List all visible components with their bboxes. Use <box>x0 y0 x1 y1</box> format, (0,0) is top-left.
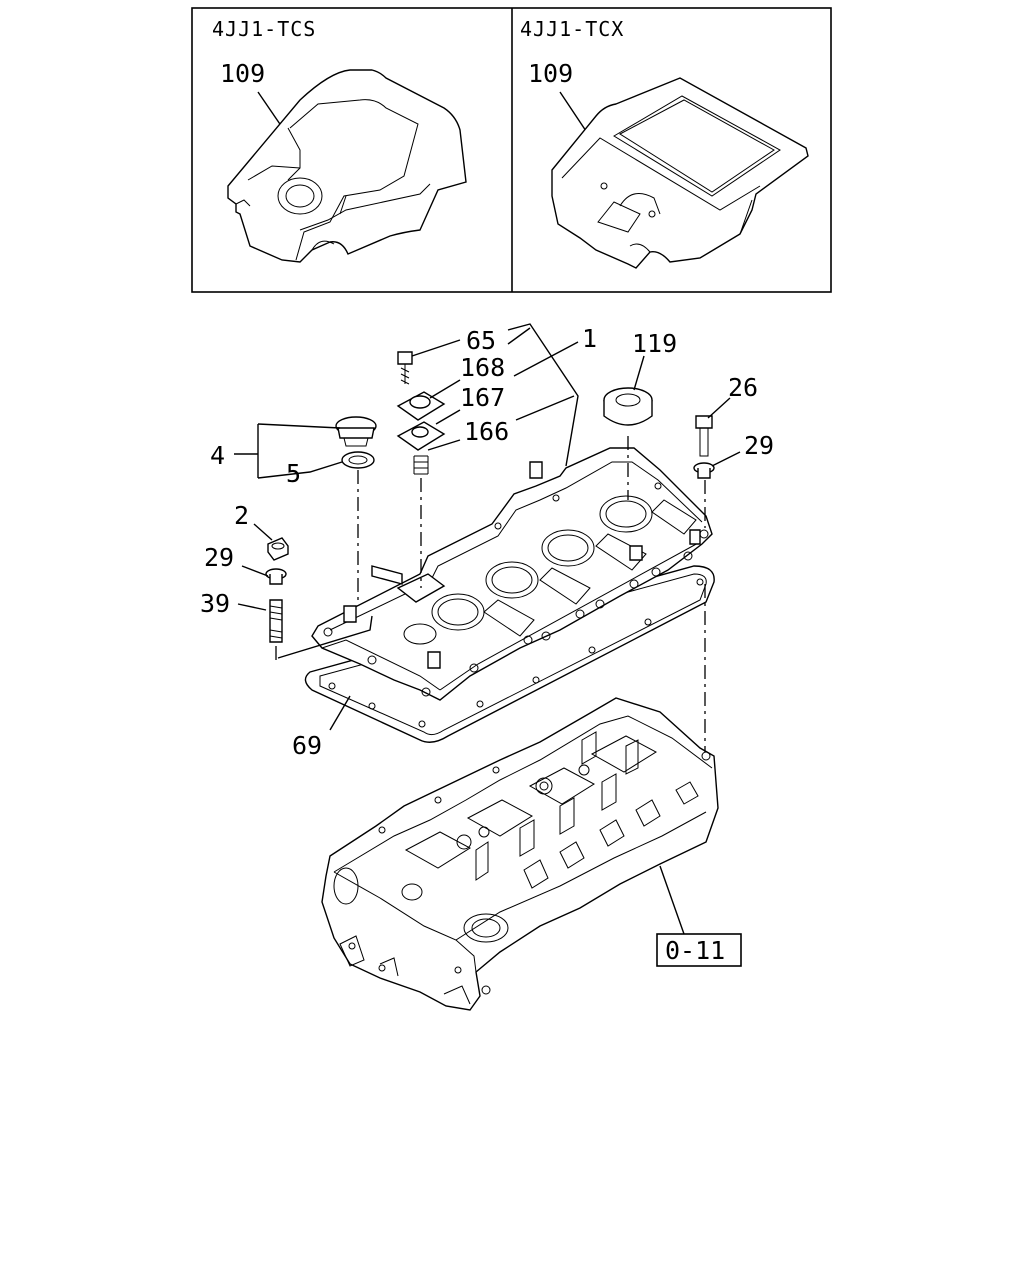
inset-tcs: 4JJ1-TCS 109 <box>212 17 467 263</box>
reference-box-label: 0-11 <box>665 936 725 965</box>
callout-29-left: 29 <box>204 543 234 572</box>
cylinder-head <box>321 697 719 1011</box>
bolt-26 <box>695 415 713 457</box>
spring-166 <box>413 455 429 475</box>
bolt-65 <box>397 351 413 385</box>
callout-2: 2 <box>234 501 249 530</box>
inset-tcx: 4JJ1-TCX 109 <box>520 17 809 269</box>
alignment-lines <box>275 436 706 752</box>
callouts: 65 1 168 167 166 119 26 29 4 5 2 29 39 6… <box>200 324 774 760</box>
callout-65: 65 <box>466 326 496 355</box>
callout-167: 167 <box>460 383 505 412</box>
callout-5: 5 <box>286 459 301 488</box>
engine-cover-tcx-drawing <box>551 77 809 269</box>
reference-box: 0-11 <box>656 933 742 967</box>
inset-tcx-callout: 109 <box>528 59 573 88</box>
oil-filler-cap-4 <box>335 416 377 447</box>
o-ring-5 <box>341 451 375 469</box>
cylinder-head-cover-1 <box>311 447 713 701</box>
inset-tcs-callout: 109 <box>220 59 265 88</box>
inset-frame <box>191 7 832 293</box>
callout-119: 119 <box>632 329 677 358</box>
washer-29-left <box>265 568 287 585</box>
callout-1: 1 <box>582 324 597 353</box>
callout-26: 26 <box>728 373 758 402</box>
nut-2 <box>267 537 289 561</box>
washer-29-right <box>693 462 715 479</box>
inset-tcs-title: 4JJ1-TCS <box>212 17 316 41</box>
leader-lines <box>234 323 741 935</box>
engine-cover-tcs-drawing <box>227 69 467 263</box>
callout-39: 39 <box>200 589 230 618</box>
callout-69: 69 <box>292 731 322 760</box>
callout-29-right: 29 <box>744 431 774 460</box>
inset-tcx-title: 4JJ1-TCX <box>520 17 624 41</box>
diaphragm-167 <box>396 421 446 451</box>
callout-166: 166 <box>464 417 509 446</box>
callout-4: 4 <box>210 441 225 470</box>
stud-39 <box>269 599 283 643</box>
grommet-119 <box>603 387 653 426</box>
pcv-cover-168 <box>396 391 446 421</box>
callout-168: 168 <box>460 353 505 382</box>
